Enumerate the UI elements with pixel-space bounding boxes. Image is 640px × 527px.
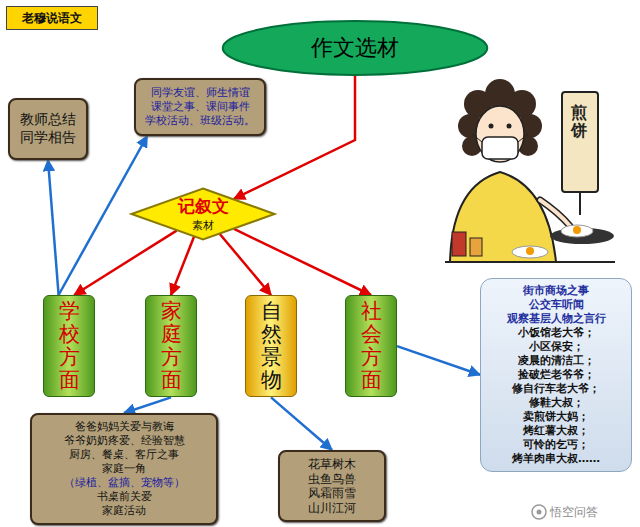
title-tag: 老穆说语文: [6, 6, 98, 30]
material-box: 街市商场之事 公交车听闻 观察基层人物之言行小饭馆老大爷； 小区保安； 凌晨的清…: [480, 278, 632, 472]
ellipse-shape: [223, 21, 488, 75]
material-box: 花草树木 虫鱼鸟兽 风霜雨雪 山川江河: [278, 450, 386, 522]
category-bar: 自然景物: [245, 295, 297, 397]
node-text: 社会方面: [361, 300, 382, 392]
sign-text: 煎饼: [571, 104, 587, 139]
node-text: 花草树木 虫鱼鸟兽 风霜雨雪 山川江河: [286, 457, 378, 515]
decision-diamond: 记叙文素材: [130, 188, 276, 240]
node-text: （绿植、盆摘、宠物等）: [38, 476, 210, 490]
node-text: 小饭馆老大爷； 小区保安； 凌晨的清洁工； 捡破烂老爷爷； 修自行车老大爷； 修…: [485, 326, 627, 466]
node-text: 家庭方面: [161, 300, 182, 392]
diamond-shape: [131, 189, 274, 240]
cook-figure: [445, 79, 615, 262]
connector-arrow: [48, 160, 59, 295]
node-text: 素材: [192, 218, 214, 233]
node-text: 街市商场之事 公交车听闻 观察基层人物之言行: [485, 284, 627, 326]
connector-arrow: [271, 397, 332, 450]
watermark-icon: [532, 505, 546, 519]
connector-arrow: [171, 237, 194, 295]
connector-arrow: [234, 229, 371, 295]
node-text: 教师总结 同学相告: [16, 111, 80, 147]
connector-arrow: [124, 397, 171, 413]
node-text: 爸爸妈妈关爱与教诲 爷爷奶奶疼爱、经验智慧 厨房、餐桌、客厅之事 家庭一角: [38, 420, 210, 476]
node-text: 同学友谊、师生情谊 课堂之事、课间事件 学校活动、班级活动。: [142, 86, 258, 128]
category-bar: 社会方面: [345, 295, 397, 397]
material-box: 教师总结 同学相告: [8, 98, 88, 160]
node-text: 记叙文: [178, 195, 229, 218]
topic-ellipse: 作文选材: [220, 20, 490, 76]
watermark: 悟空问答: [550, 504, 598, 521]
node-text: 书桌前关爱 家庭活动: [38, 490, 210, 518]
material-box: 爸爸妈妈关爱与教诲 爷爷奶奶疼爱、经验智慧 厨房、餐桌、客厅之事 家庭一角（绿植…: [30, 413, 218, 525]
connector-arrow: [397, 346, 480, 375]
node-text: 作文选材: [311, 33, 399, 63]
node-text: 老穆说语文: [22, 10, 82, 27]
category-bar: 学校方面: [43, 295, 95, 397]
category-bar: 家庭方面: [145, 295, 197, 397]
node-text: 自然景物: [261, 300, 282, 392]
material-box: 同学友谊、师生情谊 课堂之事、课间事件 学校活动、班级活动。: [134, 78, 266, 136]
node-text: 学校方面: [59, 300, 80, 392]
